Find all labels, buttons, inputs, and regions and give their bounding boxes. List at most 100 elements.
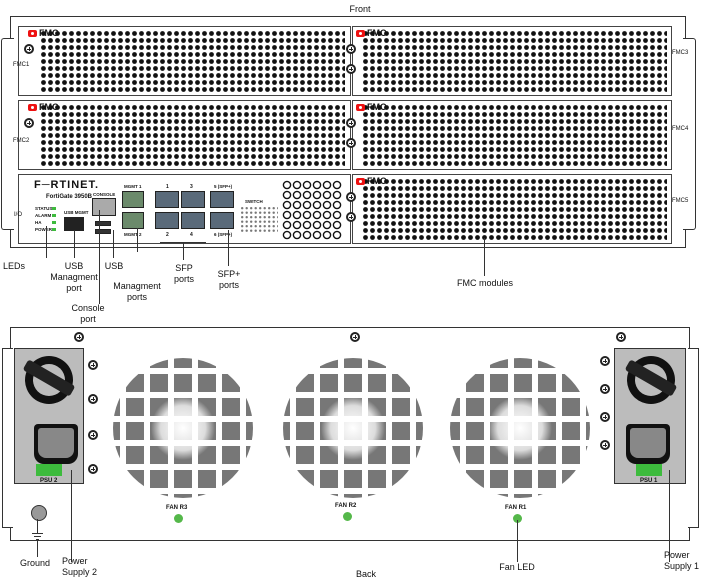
fmc-module-2-tag: FMC [28, 102, 59, 112]
fmc-logo-icon [28, 103, 37, 111]
io-module-holes [282, 180, 342, 240]
left-ear [1, 38, 14, 230]
screw-icon [88, 360, 98, 370]
psu-2-handle-icon[interactable] [16, 352, 82, 408]
io-label: I/O [14, 212, 23, 218]
psu-2-ac-inlet-socket [38, 428, 74, 458]
ground-label: Ground [19, 558, 51, 568]
sfpplus-port-5[interactable] [210, 191, 234, 208]
port-number-4: 4 [190, 232, 193, 238]
port-number-2: 2 [166, 232, 169, 238]
callout-line-leds [46, 226, 47, 258]
callout-line-console [99, 210, 100, 304]
screw-icon [24, 118, 34, 128]
slot-label-fmc4: FMC4 [672, 126, 689, 132]
screw-icon [346, 212, 356, 222]
alarm-led-label: ALARM [35, 213, 52, 218]
screw-icon [350, 332, 360, 342]
fmc-module-4-tag: FMC [356, 102, 387, 112]
status-led-label: STATUS [35, 206, 53, 211]
fan-led-label: Fan LED [499, 562, 535, 572]
callout-line-psu2 [71, 470, 72, 562]
ground-symbol-1 [32, 533, 43, 534]
fmc-module-5-vent [362, 178, 667, 240]
fmc-modules-label: FMC modules [456, 278, 513, 288]
usb-mgmt-label: USB MGMT [64, 210, 89, 215]
slot-label-fmc3: FMC3 [672, 50, 689, 56]
right-ear [683, 38, 696, 230]
ha-led [52, 221, 56, 224]
ground-post [37, 519, 38, 533]
sfp-port-1[interactable] [155, 191, 179, 208]
power-supply-2-label: Power Supply 2 [62, 556, 98, 577]
callout-line-sfp [183, 242, 184, 260]
fmc-module-1-tag: FMC [28, 28, 59, 38]
fan-r1-led [513, 514, 522, 523]
fan-r2-label: FAN R2 [335, 503, 357, 509]
ground-symbol-3 [36, 539, 39, 540]
sfpplus-port-6[interactable] [210, 212, 234, 229]
mgmt2-port[interactable] [122, 212, 144, 229]
screw-icon [346, 118, 356, 128]
psu-1-handle-icon[interactable] [618, 352, 684, 408]
back-label: Back [355, 569, 376, 579]
mgmt1-port[interactable] [122, 191, 144, 208]
psu-2-label: PSU 2 [40, 478, 58, 484]
sfp-port-2[interactable] [155, 212, 179, 229]
psu-1-ac-inlet-socket [630, 428, 666, 458]
port-number-1: 1 [166, 184, 169, 190]
mgmt2-label: MGMT 2 [124, 232, 142, 237]
brand-logo: F─RTINET. [34, 179, 100, 191]
power-supply-1-label: Power Supply 1 [664, 550, 700, 571]
screw-icon [600, 440, 610, 450]
screw-icon [74, 332, 84, 342]
fmc-module-2-vent [40, 104, 345, 166]
fmc-logo-icon [28, 29, 37, 37]
psu-2-status-indicator [36, 464, 62, 476]
fan-r2-led [343, 512, 352, 521]
back-right-ear [688, 348, 699, 528]
mgmt1-label: MGMT 1 [124, 184, 142, 189]
status-led [52, 207, 56, 210]
screw-icon [346, 192, 356, 202]
fan-r3-led [174, 514, 183, 523]
fan-grille-r1 [440, 348, 600, 524]
usb-port-1[interactable] [95, 221, 111, 226]
fmc-module-1-vent [40, 30, 345, 92]
callout-line-usb [113, 230, 114, 258]
back-left-ear [2, 348, 13, 528]
sfp-port-4[interactable] [181, 212, 205, 229]
callout-line-fan-led [517, 520, 518, 562]
usb-mgmt-port-label: USB Managment port [50, 261, 98, 293]
switch-led-grid [240, 206, 278, 232]
screw-icon [600, 356, 610, 366]
sfpplus-6-label: 6 (SFP+) [214, 232, 233, 237]
screw-icon [24, 44, 34, 54]
leds-label: LEDs [2, 261, 25, 271]
psu-1-status-indicator [636, 464, 662, 476]
screw-icon [88, 394, 98, 404]
screw-icon [88, 464, 98, 474]
fan-grille-r3 [100, 348, 266, 524]
screw-icon [88, 430, 98, 440]
screw-icon [600, 412, 610, 422]
usb-port-2[interactable] [95, 229, 111, 234]
callout-line-ground [37, 541, 38, 557]
ground-terminal[interactable] [31, 505, 47, 521]
front-label: Front [349, 4, 371, 14]
alarm-led [52, 214, 56, 217]
console-port[interactable] [92, 198, 116, 216]
screw-icon [346, 138, 356, 148]
console-port-label: Console port [71, 303, 105, 324]
callout-line-usb-mgmt [74, 230, 75, 258]
fmc-logo-icon [356, 177, 365, 185]
screw-icon [600, 384, 610, 394]
usb-mgmt-port[interactable] [64, 217, 84, 231]
screw-icon [616, 332, 626, 342]
sfp-port-3[interactable] [181, 191, 205, 208]
fan-r1-label: FAN R1 [505, 505, 527, 511]
ha-led-label: HA [35, 220, 42, 225]
usb-label: USB [104, 261, 124, 271]
fmc-module-4-vent [362, 104, 667, 166]
fmc-logo-icon [356, 103, 365, 111]
